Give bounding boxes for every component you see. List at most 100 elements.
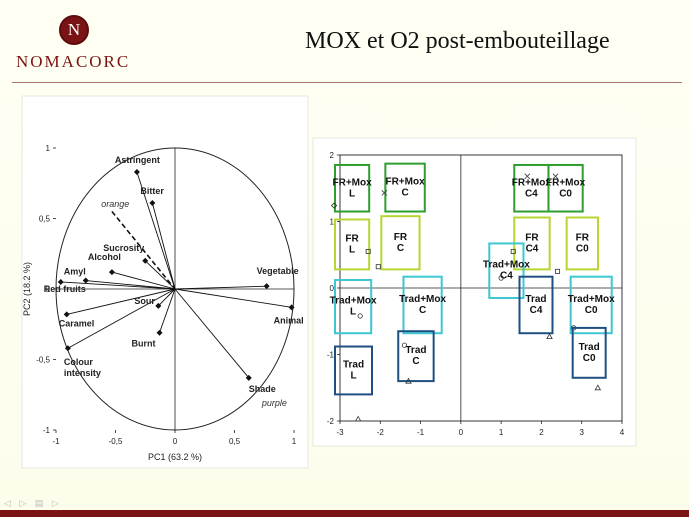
- group-box: [334, 345, 374, 396]
- score-point: [546, 333, 553, 340]
- y-tick-label: -1: [43, 426, 51, 435]
- x-tick-label: -1: [52, 437, 60, 446]
- group-box: [384, 162, 426, 213]
- loading-label: Sour: [134, 296, 155, 306]
- y-axis-label: PC2 (18.2 %): [22, 262, 32, 316]
- loading-annotation: orange: [101, 199, 129, 209]
- loading-vector: [151, 202, 176, 290]
- scores-x-tick-label: -3: [336, 428, 344, 437]
- scores-x-tick-label: -2: [377, 428, 385, 437]
- loading-label: Caramel: [59, 318, 95, 328]
- loading-label: Burnt: [132, 339, 156, 349]
- group-box: [571, 326, 607, 379]
- score-point: [354, 415, 362, 422]
- score-point: [381, 190, 388, 196]
- logo-icon: N: [59, 15, 89, 45]
- score-point: [498, 275, 504, 281]
- loading-vector: [136, 171, 176, 290]
- group-box: [334, 163, 371, 213]
- loadings-plot-background: [21, 95, 309, 469]
- loading-point: [245, 374, 252, 381]
- y-tick-label: -0,5: [36, 356, 50, 365]
- orange-direction-line: [111, 210, 176, 290]
- loading-point: [149, 199, 156, 206]
- loading-point: [263, 283, 270, 290]
- loading-point: [82, 277, 89, 284]
- score-point: [375, 264, 381, 270]
- group-box: [547, 163, 584, 213]
- loading-point: [57, 278, 64, 285]
- y-tick-label: 0,5: [39, 215, 51, 224]
- loading-point: [142, 257, 149, 264]
- group-box: [397, 330, 435, 383]
- title-divider: [12, 82, 682, 83]
- scores-y-tick-label: -1: [327, 351, 335, 360]
- loading-vector: [174, 285, 267, 290]
- y-tick-label: 1: [46, 144, 51, 153]
- group-box: [518, 275, 554, 335]
- group-box: [334, 218, 371, 271]
- y-tick-label: 0: [46, 285, 51, 294]
- group-box: [334, 279, 373, 335]
- score-point: [405, 377, 412, 384]
- loading-vector: [60, 281, 176, 290]
- scores-x-tick-label: 4: [620, 428, 625, 437]
- loading-label: Amyl: [64, 267, 86, 277]
- scores-x-tick-label: 0: [459, 428, 464, 437]
- loading-label: Shade: [249, 384, 276, 394]
- slide-nav-controls[interactable]: ◁ ▷ ▤ ▷: [4, 498, 62, 508]
- loading-vector: [159, 288, 176, 333]
- loading-annotation: purple: [261, 398, 287, 408]
- score-point: [330, 202, 338, 209]
- loading-vector: [85, 280, 176, 290]
- loading-vector: [174, 288, 292, 308]
- scores-x-tick-label: -1: [417, 428, 425, 437]
- group-box: [380, 215, 421, 271]
- loading-label: Bitter: [140, 186, 164, 196]
- loading-point: [156, 329, 163, 336]
- score-point: [594, 384, 602, 391]
- x-tick-label: 1: [292, 437, 297, 446]
- loading-vector: [111, 271, 176, 290]
- loading-point: [155, 302, 162, 309]
- group-box: [569, 275, 613, 335]
- scores-y-tick-label: 2: [330, 151, 335, 160]
- x-tick-label: 0,5: [229, 437, 241, 446]
- slide-title: MOX et O2 post-embouteillage: [305, 28, 610, 54]
- scores-y-tick-label: 1: [330, 218, 335, 227]
- loading-vector: [144, 260, 176, 290]
- loading-point: [64, 345, 71, 352]
- score-point: [365, 248, 371, 254]
- group-box: [565, 216, 600, 271]
- scores-y-tick-label: 0: [330, 284, 335, 293]
- loading-point: [288, 304, 295, 311]
- group-box: [402, 275, 443, 335]
- bottom-bar: [0, 510, 689, 517]
- scores-x-tick-label: 1: [499, 428, 504, 437]
- score-point: [510, 248, 516, 254]
- x-tick-label: -0,5: [109, 437, 123, 446]
- scores-x-tick-label: 3: [579, 428, 584, 437]
- loading-label: Red fruits: [44, 284, 86, 294]
- score-point: [555, 268, 561, 274]
- loading-vector: [66, 288, 176, 315]
- group-box: [488, 242, 525, 299]
- loading-label: Animal: [274, 315, 304, 325]
- score-point: [357, 313, 363, 319]
